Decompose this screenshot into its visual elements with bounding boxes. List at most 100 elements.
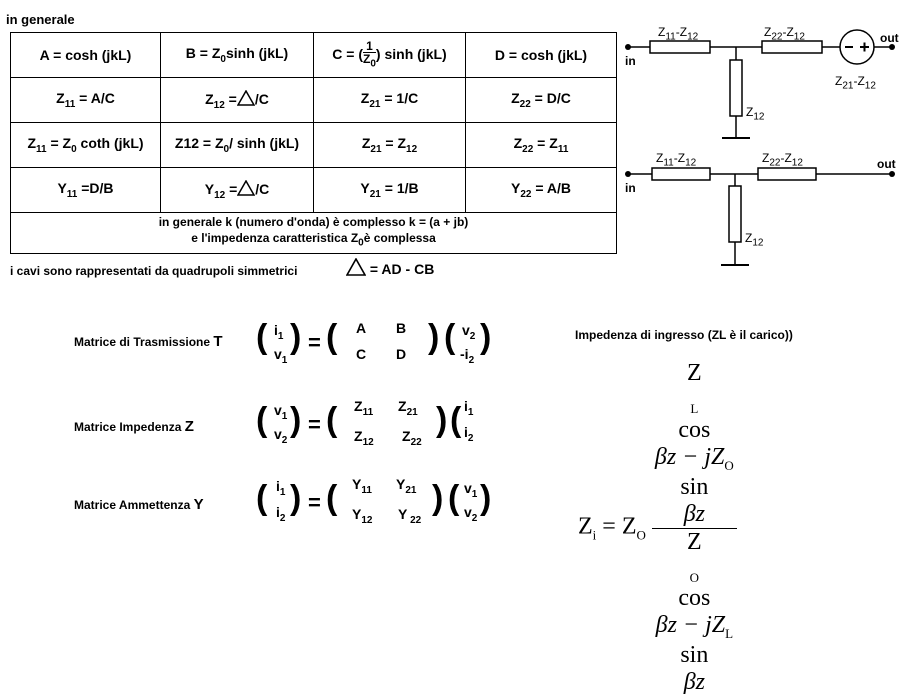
circuit-top-source-label: Z21-Z12 <box>835 74 876 92</box>
z-line-row: Z11 = Z0 coth (jkL) Z12 = Z0/ sinh (jkL)… <box>10 122 617 168</box>
rhs-bottom: -i2 <box>460 346 475 366</box>
paren-right: ) <box>432 479 444 517</box>
cell-z22-line: Z22 = Z11 <box>465 122 617 168</box>
circuit-bottom-shunt-label: Z12 <box>745 231 764 249</box>
resistor-z11-z12 <box>649 40 711 54</box>
rhs-top: i1 <box>464 398 474 418</box>
delta-icon <box>237 179 256 196</box>
z-from-abcd-row: Z11 = A/C Z12 =/C Z21 = 1/C Z22 = D/C <box>10 77 617 123</box>
paren-left: ( <box>256 401 268 439</box>
heading: in generale <box>6 12 75 27</box>
lhs-bottom: v1 <box>274 346 288 366</box>
rhs-bottom: v2 <box>464 504 478 524</box>
paren-left: ( <box>256 318 268 356</box>
m-c: C <box>356 346 367 362</box>
cell-b: B = Z0sinh (jkL) <box>160 32 314 78</box>
cell-z11-line: Z11 = Z0 coth (jkL) <box>10 122 161 168</box>
m-a: A <box>356 320 367 336</box>
cell-a: A = cosh (jkL) <box>10 32 161 78</box>
circuit-bottom-r2-label: Z22-Z12 <box>762 151 803 169</box>
resistor-z12 <box>728 185 742 243</box>
cell-y12: Y12 =/C <box>160 167 314 213</box>
circuit-bottom <box>625 167 895 266</box>
resistor-z22-z12 <box>761 40 823 54</box>
rhs-top: v1 <box>464 480 478 500</box>
paren-right: ) <box>290 318 302 356</box>
paren-left: ( <box>326 401 338 439</box>
note-row: in generale k (numero d'onda) è compless… <box>10 212 617 254</box>
paren-left: ( <box>326 479 338 517</box>
paren-right: ) <box>480 479 492 517</box>
delta-definition: = AD - CB <box>346 258 434 277</box>
m-y22: Y 22 <box>398 506 422 526</box>
m-y11: Y11 <box>352 476 372 496</box>
paren-right: ) <box>290 401 302 439</box>
lhs-top: i1 <box>274 322 284 342</box>
lhs-bottom: v2 <box>274 426 288 446</box>
note-cell: in generale k (numero d'onda) è compless… <box>10 212 617 254</box>
equivalent-circuits <box>625 29 895 266</box>
circuit-top-out-label: out <box>880 31 899 45</box>
paren-right: ) <box>436 401 448 439</box>
cell-y21: Y21 = 1/B <box>313 167 466 213</box>
circuit-top <box>625 29 895 139</box>
cell-y11: Y11 =D/B <box>10 167 161 213</box>
matrix-label: Matrice di Trasmissione T <box>74 333 223 350</box>
equals-sign: = <box>308 330 321 355</box>
rhs-top: v2 <box>462 322 476 342</box>
y-row: Y11 =D/B Y12 =/C Y21 = 1/B Y22 = A/B <box>10 167 617 213</box>
resistor-z22-z12 <box>757 167 817 181</box>
circuit-top-shunt-label: Z12 <box>746 105 765 123</box>
paren-left: ( <box>326 318 338 356</box>
paren-left: ( <box>450 401 462 439</box>
m-z11: Z11 <box>354 398 374 418</box>
cell-z12: Z12 =/C <box>160 77 314 123</box>
m-y12: Y12 <box>352 506 373 526</box>
cell-z21-line: Z21 = Z12 <box>313 122 466 168</box>
cell-z22: Z22 = D/C <box>465 77 617 123</box>
cell-z21: Z21 = 1/C <box>313 77 466 123</box>
matrix-label: Matrice Ammettenza Y <box>74 496 204 513</box>
lhs-top: v1 <box>274 402 288 422</box>
paren-right: ) <box>290 479 302 517</box>
resistor-z12 <box>729 59 743 117</box>
circuit-top-r2-label: Z22-Z12 <box>764 25 805 43</box>
terminal-out <box>889 44 895 50</box>
circuit-bottom-r1-label: Z11-Z12 <box>656 151 697 169</box>
lhs-top: i1 <box>276 478 286 498</box>
cell-z12-line: Z12 = Z0/ sinh (jkL) <box>160 122 314 168</box>
paren-left: ( <box>444 318 456 356</box>
m-y21: Y21 <box>396 476 417 496</box>
circuit-top-in-label: in <box>625 54 636 68</box>
equals-sign: = <box>308 412 321 437</box>
cavi-text: i cavi sono rappresentati da quadrupoli … <box>10 264 298 278</box>
matrix-label: Matrice Impedenza Z <box>74 418 194 435</box>
delta-icon <box>346 258 366 276</box>
circuit-bottom-out-label: out <box>877 157 896 171</box>
paren-right: ) <box>428 318 440 356</box>
rhs-bottom: i2 <box>464 424 474 444</box>
circuit-top-r1-label: Z11-Z12 <box>658 25 699 43</box>
cell-d: D = cosh (jkL) <box>465 32 617 78</box>
paren-right: ) <box>480 318 492 356</box>
m-z21: Z21 <box>398 398 418 418</box>
m-z12: Z12 <box>354 428 374 448</box>
lhs-bottom: i2 <box>276 504 286 524</box>
m-b: B <box>396 320 407 336</box>
paren-left: ( <box>256 479 268 517</box>
circuit-bottom-in-label: in <box>625 181 636 195</box>
delta-icon <box>236 89 255 106</box>
terminal-out <box>889 171 895 177</box>
cell-z11: Z11 = A/C <box>10 77 161 123</box>
ingresso-label: Impedenza di ingresso (ZL è il carico)) <box>575 328 793 342</box>
cell-y22: Y22 = A/B <box>465 167 617 213</box>
equals-sign: = <box>308 490 321 515</box>
resistor-z11-z12 <box>651 167 711 181</box>
m-d: D <box>396 346 407 362</box>
paren-left: ( <box>448 479 460 517</box>
